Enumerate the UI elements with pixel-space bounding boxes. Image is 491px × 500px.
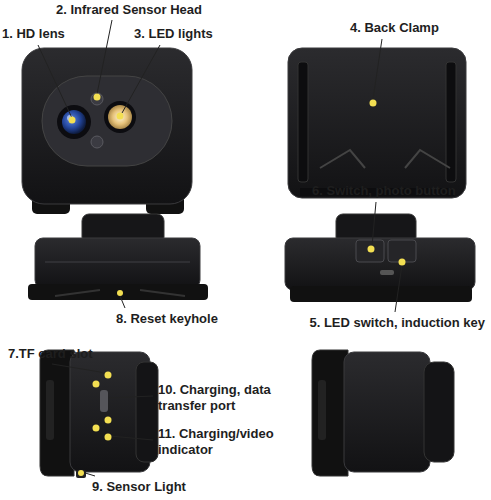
marker-dots-part xyxy=(105,372,112,379)
front-view-part xyxy=(91,93,103,105)
side-view xyxy=(40,350,158,478)
buttons-view-part xyxy=(285,238,475,290)
side-view-part xyxy=(136,362,158,462)
side-view-right xyxy=(312,350,454,476)
leader-lines-part xyxy=(372,202,376,246)
side-view-part xyxy=(100,390,108,412)
leader-lines-part xyxy=(110,436,153,440)
leader-lines-part xyxy=(108,396,153,398)
side-view-right-part xyxy=(318,380,326,440)
leader-lines xyxy=(38,20,402,476)
callout-label: 7.TF card slot xyxy=(8,346,93,362)
leader-lines-part xyxy=(38,45,72,118)
buttons-view-part xyxy=(356,240,384,262)
marker-dots-part xyxy=(370,100,377,107)
back-view-part xyxy=(298,62,308,182)
marker-dots-part xyxy=(94,94,101,101)
callout-label: 2. Infrared Sensor Head xyxy=(56,2,202,18)
leader-lines-part xyxy=(120,296,125,308)
marker-dots-part xyxy=(93,381,100,388)
leader-lines-part xyxy=(52,364,108,375)
callout-label: 6. Switch, photo button xyxy=(312,183,456,199)
side-view-part xyxy=(76,470,86,478)
front-view-part xyxy=(91,136,103,148)
leader-lines-part xyxy=(97,20,112,94)
side-view-part xyxy=(46,380,54,440)
side-view-part xyxy=(40,350,74,476)
leader-lines-part xyxy=(395,265,402,312)
side-view-right-part xyxy=(424,362,454,462)
top-view xyxy=(28,214,208,300)
callout-label: 4. Back Clamp xyxy=(350,20,439,36)
top-view-part xyxy=(35,238,200,288)
side-view-right-part xyxy=(344,352,430,472)
buttons-view-part xyxy=(290,286,472,302)
marker-dots-part xyxy=(399,259,406,266)
buttons-view-part xyxy=(380,270,394,275)
front-view xyxy=(22,48,192,214)
marker-dots-part xyxy=(117,290,123,296)
callout-label: 3. LED lights xyxy=(134,26,213,42)
front-view-part xyxy=(108,105,132,129)
top-view-part xyxy=(45,261,190,263)
marker-dots-part xyxy=(368,246,375,253)
front-view-part xyxy=(104,101,136,133)
callout-label: 8. Reset keyhole xyxy=(116,311,218,327)
marker-dots-part xyxy=(105,417,112,424)
leader-lines-part xyxy=(373,39,382,99)
callout-label: 10. Charging, data transfer port xyxy=(158,382,288,414)
callout-label: 1. HD lens xyxy=(2,26,65,42)
callout-label: 11. Charging/video indicator xyxy=(158,426,288,458)
callout-label: 9. Sensor Light xyxy=(92,479,186,495)
back-view-part xyxy=(446,62,456,182)
leader-lines-part xyxy=(122,45,160,113)
top-view-part xyxy=(28,284,208,300)
front-view-part xyxy=(22,48,192,204)
front-view-part xyxy=(62,110,86,134)
callout-label: 5. LED switch, induction key xyxy=(309,315,485,331)
top-view-part xyxy=(55,290,185,296)
side-view-right-part xyxy=(312,350,348,476)
marker-dots-part xyxy=(69,117,76,124)
buttons-view xyxy=(285,214,475,302)
marker-dots xyxy=(69,94,406,477)
front-view-part xyxy=(57,105,91,139)
front-view-part xyxy=(42,76,172,166)
marker-dots-part xyxy=(93,425,100,432)
back-view-part xyxy=(320,150,450,168)
marker-dots-part xyxy=(78,470,84,476)
marker-dots-part xyxy=(105,434,112,441)
marker-dots-part xyxy=(117,113,124,120)
